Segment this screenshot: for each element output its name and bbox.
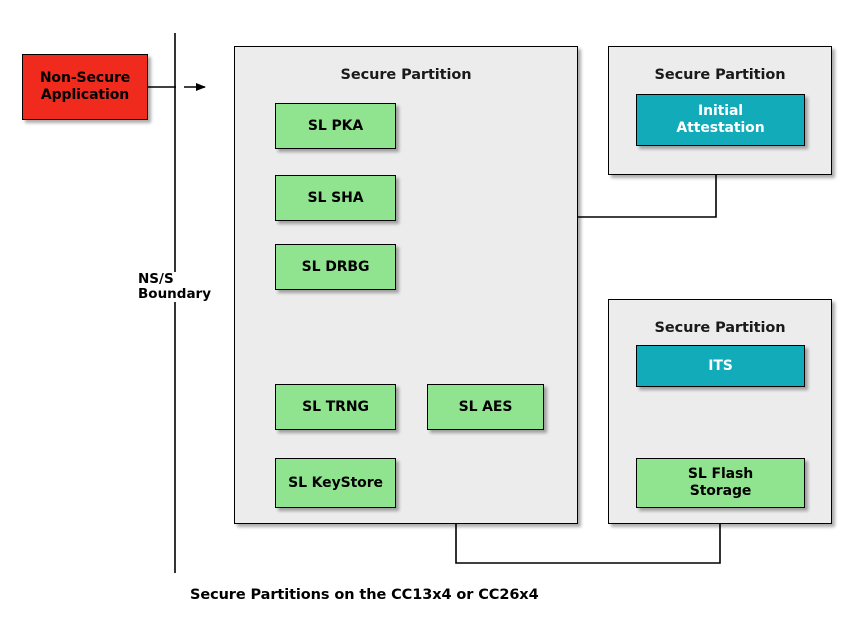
- secure-partition-main-title: Secure Partition: [340, 67, 472, 83]
- node-its-label: ITS: [708, 357, 733, 374]
- non-secure-application-box[interactable]: Non-Secure Application: [22, 54, 148, 120]
- node-sl-keystore[interactable]: SL KeyStore: [275, 458, 396, 508]
- node-sl-keystore-label: SL KeyStore: [288, 474, 383, 491]
- secure-partition-attestation-title: Secure Partition: [654, 67, 786, 83]
- node-initial-attestation[interactable]: Initial Attestation: [636, 94, 805, 146]
- node-sl-drbg-label: SL DRBG: [301, 258, 370, 275]
- node-sl-trng-label: SL TRNG: [302, 398, 369, 415]
- node-sl-pka-label: SL PKA: [307, 117, 364, 134]
- node-initial-attestation-label: Initial Attestation: [676, 103, 765, 136]
- node-sl-flash-storage-label: SL Flash Storage: [687, 466, 754, 499]
- non-secure-application-label: Non-Secure Application: [39, 70, 131, 103]
- diagram-caption: Secure Partitions on the CC13x4 or CC26x…: [190, 587, 539, 603]
- node-sl-drbg[interactable]: SL DRBG: [275, 244, 396, 290]
- node-sl-flash-storage[interactable]: SL Flash Storage: [636, 458, 805, 508]
- ns-s-boundary-label: NS/S Boundary: [136, 271, 228, 303]
- node-its[interactable]: ITS: [636, 345, 805, 387]
- node-sl-sha-label: SL SHA: [307, 189, 364, 206]
- node-sl-aes-label: SL AES: [458, 398, 513, 415]
- secure-partition-its-title: Secure Partition: [654, 320, 786, 336]
- node-sl-trng[interactable]: SL TRNG: [275, 384, 396, 430]
- node-sl-aes[interactable]: SL AES: [427, 384, 544, 430]
- node-sl-pka[interactable]: SL PKA: [275, 103, 396, 149]
- node-sl-sha[interactable]: SL SHA: [275, 175, 396, 221]
